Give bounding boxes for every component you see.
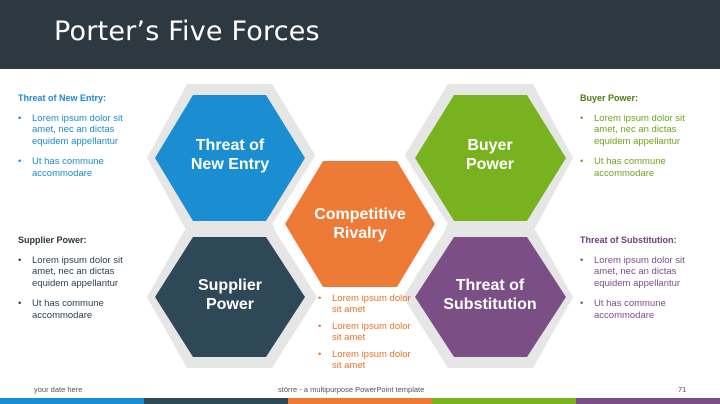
buyer-heading: Buyer Power: — [580, 93, 639, 103]
bullet-item: • Ut has commune accommodare — [580, 298, 700, 321]
hexagon-substitution: Threat of Substitution — [403, 226, 573, 368]
buyer-bullets: • Lorem ipsum dolor sit amet, nec an dict… — [580, 113, 700, 180]
slide-title: Porter’s Five Forces — [54, 16, 320, 47]
substitution-heading: Threat of Substitution: — [580, 235, 677, 245]
hexagon-buyer-line1: Buyer — [467, 137, 512, 154]
supplier-heading: Supplier Power: — [18, 235, 87, 245]
hexagon-supplier-fill — [155, 237, 305, 357]
bullet-text: Ut has commune accommodare — [594, 156, 666, 179]
buyer-description: Buyer Power: • Lorem ipsum dolor sit amet… — [580, 93, 700, 188]
hexagon-competitive-line1: Competitive — [314, 206, 406, 223]
footer-template-name: större - a multipurpose PowerPoint templ… — [278, 385, 425, 394]
bullet-glyph: • — [580, 156, 584, 167]
hexagon-buyer-line2: Power — [466, 156, 514, 173]
hexagon-supplier-line2: Power — [206, 296, 254, 313]
hexagon-substitution-fill — [415, 237, 566, 357]
bullet-item: • Ut has commune accommodare — [18, 156, 138, 179]
bullet-glyph: • — [580, 298, 584, 309]
hexagon-competitive: Competitive Rivalry — [272, 151, 448, 297]
page-number: 71 — [678, 385, 687, 394]
bullet-text: Ut has commune accommodare — [594, 298, 666, 321]
hexagon-new-entry: Threat of New Entry — [147, 84, 317, 232]
bullet-glyph: • — [18, 254, 22, 266]
new-entry-bullets: • Lorem ipsum dolor sit amet, nec an dict… — [18, 113, 138, 180]
footer-color-bar-5 — [576, 398, 720, 404]
bullet-text: Lorem ipsum dolor sit amet — [332, 349, 411, 371]
hexagon-new-entry-fill — [155, 95, 305, 221]
bullet-glyph: • — [318, 321, 322, 332]
hexagon-supplier: Supplier Power — [147, 226, 317, 368]
footer-color-bar-1 — [0, 398, 144, 404]
hexagon-buyer-fill — [415, 95, 566, 221]
supplier-description: Supplier Power: • Lorem ipsum dolor sit a… — [18, 235, 138, 330]
hexagon-substitution-line2: Substitution — [443, 296, 536, 313]
bullet-glyph: • — [580, 112, 584, 124]
bullet-glyph: • — [18, 112, 22, 124]
bullet-glyph: • — [18, 156, 22, 167]
bullet-text: Ut has commune accommodare — [32, 156, 104, 179]
bullet-item: • Lorem ipsum dolor sit amet, nec an dict… — [580, 255, 700, 290]
slide-header: Porter’s Five Forces — [0, 0, 720, 69]
bullet-item: • Lorem ipsum dolor sit amet, nec an dict… — [580, 113, 700, 148]
bullet-text: Lorem ipsum dolor sit amet — [332, 293, 411, 315]
new-entry-heading: Threat of New Entry: — [18, 93, 107, 103]
bullet-item: • Lorem ipsum dolor sit amet — [318, 349, 418, 371]
bullet-item: • Ut has commune accommodare — [18, 298, 138, 321]
substitution-description: Threat of Substitution: • Lorem ipsum dol… — [580, 235, 700, 330]
substitution-bullets: • Lorem ipsum dolor sit amet, nec an dict… — [580, 255, 700, 322]
bullet-text: Lorem ipsum dolor sit amet, nec an dicta… — [594, 112, 685, 147]
footer-color-bar-3 — [288, 398, 432, 404]
bullet-glyph: • — [318, 293, 322, 304]
bullet-text: Lorem ipsum dolor sit amet — [332, 321, 411, 343]
bullet-glyph: • — [580, 254, 584, 266]
new-entry-description: Threat of New Entry: • Lorem ipsum dolor … — [18, 93, 138, 188]
bullet-text: Lorem ipsum dolor sit amet, nec an dicta… — [32, 112, 123, 147]
bullet-item: • Lorem ipsum dolor sit amet — [318, 321, 418, 343]
footer-color-bar-4 — [432, 398, 576, 404]
bullet-item: • Lorem ipsum dolor sit amet, nec an dict… — [18, 113, 138, 148]
hexagon-competitive-line2: Rivalry — [333, 225, 386, 242]
hexagon-new-entry-line2: New Entry — [191, 156, 269, 173]
hexagon-supplier-line1: Supplier — [198, 277, 262, 294]
bullet-item: • Lorem ipsum dolor sit amet — [318, 293, 418, 315]
bullet-text: Lorem ipsum dolor sit amet, nec an dicta… — [594, 254, 685, 289]
hexagon-substitution-line1: Threat of — [456, 277, 525, 294]
competitive-description: • Lorem ipsum dolor sit amet • Lorem ipsum… — [318, 293, 418, 377]
supplier-bullets: • Lorem ipsum dolor sit amet, nec an dict… — [18, 255, 138, 322]
bullet-text: Ut has commune accommodare — [32, 298, 104, 321]
bullet-glyph: • — [18, 298, 22, 309]
hexagon-competitive-fill — [285, 161, 435, 287]
footer-color-bar-2 — [144, 398, 288, 404]
bullet-item: • Lorem ipsum dolor sit amet, nec an dict… — [18, 255, 138, 290]
hexagon-buyer: Buyer Power — [403, 84, 573, 232]
competitive-bullets: • Lorem ipsum dolor sit amet • Lorem ipsum… — [318, 293, 418, 371]
bullet-item: • Ut has commune accommodare — [580, 156, 700, 179]
bullet-glyph: • — [318, 349, 322, 360]
bullet-text: Lorem ipsum dolor sit amet, nec an dicta… — [32, 254, 123, 289]
footer-date: your date here — [34, 385, 83, 394]
hexagon-new-entry-line1: Threat of — [196, 137, 265, 154]
